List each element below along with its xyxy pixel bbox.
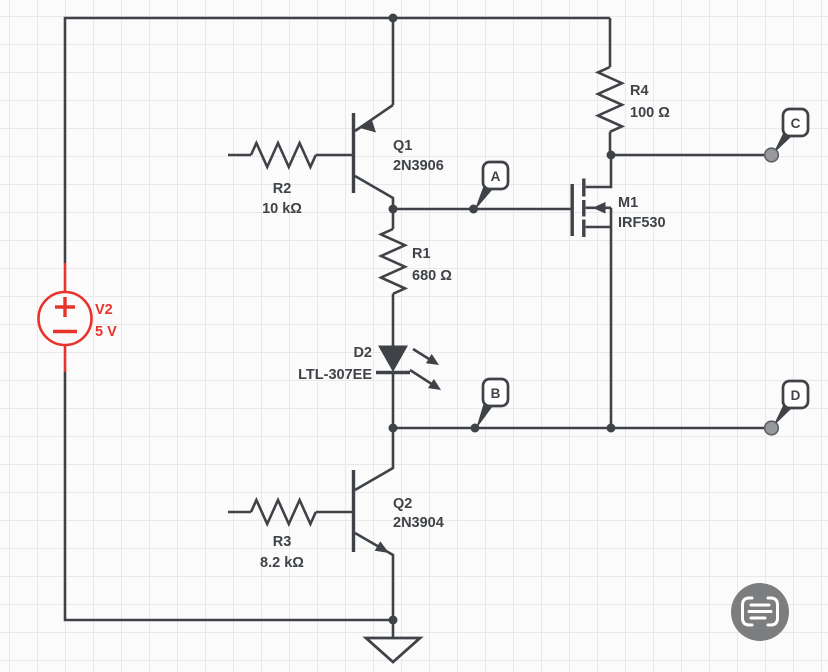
junction-dot (388, 204, 398, 214)
terminal-dot[interactable] (763, 147, 780, 163)
q2-emitter-arrow (374, 541, 389, 553)
component-ref: Q2 (393, 496, 412, 512)
component-ref: R2 (273, 181, 292, 197)
component-value: 100 Ω (630, 105, 670, 121)
component-value: 10 kΩ (262, 201, 302, 217)
flag-box[interactable] (781, 107, 810, 138)
flag-label: A (491, 169, 501, 184)
scan-button[interactable] (731, 583, 789, 641)
ground-symbol[interactable] (362, 620, 424, 664)
junction-dot (469, 204, 478, 214)
junction-dot (606, 423, 616, 433)
transistor-q1[interactable]: Q1 2N3906 (351, 18, 444, 209)
component-ref: Q1 (393, 138, 412, 154)
net-flag-d[interactable]: D (763, 379, 810, 436)
led-light-arrow-2 (409, 368, 435, 387)
resistor-r1[interactable]: R1 680 Ω (377, 209, 452, 346)
resistor-zigzag[interactable] (249, 496, 317, 528)
voltage-source-v2[interactable]: V2 5 V (37, 263, 118, 372)
resistor-r2[interactable]: R2 10 kΩ (228, 139, 352, 217)
component-ref: R1 (412, 246, 431, 262)
resistor-r3[interactable]: R3 8.2 kΩ (228, 496, 352, 571)
component-ref: D2 (353, 345, 372, 361)
scan-text-icon (741, 596, 779, 627)
flag-label: D (791, 388, 801, 403)
wire-bottom-rail[interactable] (63, 372, 393, 622)
component-value: 8.2 kΩ (260, 555, 304, 571)
component-value: LTL-307EE (298, 367, 372, 383)
ground-triangle[interactable] (362, 636, 424, 664)
terminal-dot[interactable] (763, 420, 780, 436)
q2-collector-diagonal[interactable] (354, 428, 395, 492)
component-value: 680 Ω (412, 268, 452, 284)
component-value: 2N3906 (393, 158, 444, 174)
voltage-source-circle[interactable] (37, 290, 93, 347)
q1-emitter-arrow (360, 120, 376, 133)
flag-label: B (491, 386, 501, 401)
q1-emitter-diagonal[interactable] (354, 103, 394, 133)
component-ref: R3 (273, 534, 292, 550)
component-ref: V2 (95, 302, 113, 318)
net-flag-a[interactable]: A (474, 160, 510, 211)
junction-dot (388, 423, 398, 433)
component-ref: R4 (630, 83, 649, 99)
resistor-zigzag[interactable] (594, 65, 626, 133)
flag-box[interactable] (481, 377, 510, 408)
mosfet-m1[interactable]: M1 IRF530 (570, 155, 666, 428)
resistor-zigzag[interactable] (249, 139, 317, 171)
resistor-zigzag[interactable] (377, 227, 409, 295)
wire-top-rail[interactable] (63, 16, 610, 263)
transistor-q2[interactable]: Q2 2N3904 (351, 428, 444, 620)
resistor-r4[interactable]: R4 100 Ω (594, 18, 670, 155)
led-light-arrowhead-1 (425, 353, 439, 365)
q2-emitter-diagonal[interactable] (354, 531, 395, 620)
flag-pointer (474, 183, 493, 211)
led-triangle[interactable] (378, 345, 408, 373)
flag-label: C (791, 116, 801, 131)
led-light-arrowhead-2 (428, 378, 441, 390)
m1-body-arrow (592, 202, 606, 214)
q1-collector-diagonal[interactable] (354, 174, 395, 209)
flag-pointer (476, 400, 493, 429)
junction-dot (606, 150, 616, 160)
junction-dot (388, 615, 398, 625)
net-flag-c[interactable]: C (763, 107, 810, 163)
m1-drain-lead[interactable] (585, 155, 613, 189)
net-flag-b[interactable]: B (476, 377, 510, 429)
component-value: 2N3904 (393, 515, 444, 531)
component-value: 5 V (95, 324, 117, 340)
junction-dot (388, 13, 398, 23)
flag-box[interactable] (481, 160, 510, 191)
component-value: IRF530 (618, 215, 666, 231)
plus-sign (55, 297, 75, 317)
led-d2[interactable]: D2 LTL-307EE (298, 345, 441, 428)
flag-box[interactable] (781, 379, 810, 410)
component-ref: M1 (618, 195, 638, 211)
